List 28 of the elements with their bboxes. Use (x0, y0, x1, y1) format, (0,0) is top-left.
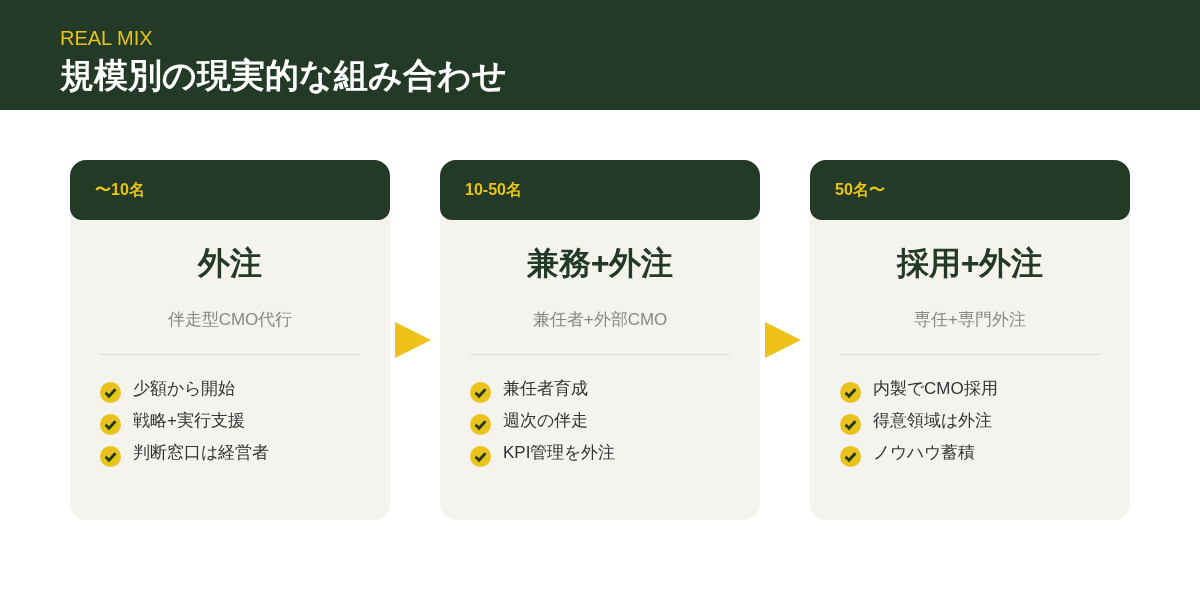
arrow (395, 322, 431, 358)
checklist-item: KPI管理を外注 (503, 442, 616, 464)
plan-title: 外注 (196, 244, 263, 283)
page-title: 規模別の現実的な組み合わせ (60, 55, 507, 96)
checklist-item: ノウハウ蓄積 (873, 442, 975, 464)
arrow (765, 322, 801, 358)
plan-subtitle: 兼任者+外部CMO (531, 309, 669, 331)
plan-card (70, 160, 390, 520)
card-header (810, 160, 1130, 220)
checklist-item: 兼任者育成 (503, 378, 588, 400)
plan-subtitle: 専任+専門外注 (913, 309, 1027, 331)
size-label: 10-50名 (465, 180, 522, 200)
plan-subtitle: 伴走型CMO代行 (166, 309, 294, 331)
size-label: 50名〜 (835, 180, 885, 200)
card-header (70, 160, 390, 220)
checklist-item: 少額から開始 (133, 378, 235, 400)
size-label: 〜10名 (95, 180, 145, 200)
checklist-item: 判断窓口は経営者 (133, 442, 269, 464)
plan-title: 採用+外注 (895, 244, 1045, 283)
checklist-item: 得意領域は外注 (873, 410, 992, 432)
checklist-item: 内製でCMO採用 (873, 378, 998, 400)
checklist-item: 戦略+実行支援 (133, 410, 245, 432)
eyebrow-label: REAL MIX (60, 26, 153, 50)
plan-title: 兼務+外注 (525, 244, 675, 283)
plan-card (440, 160, 760, 520)
plan-card (810, 160, 1130, 520)
card-header (440, 160, 760, 220)
checklist-item: 週次の伴走 (503, 410, 588, 432)
